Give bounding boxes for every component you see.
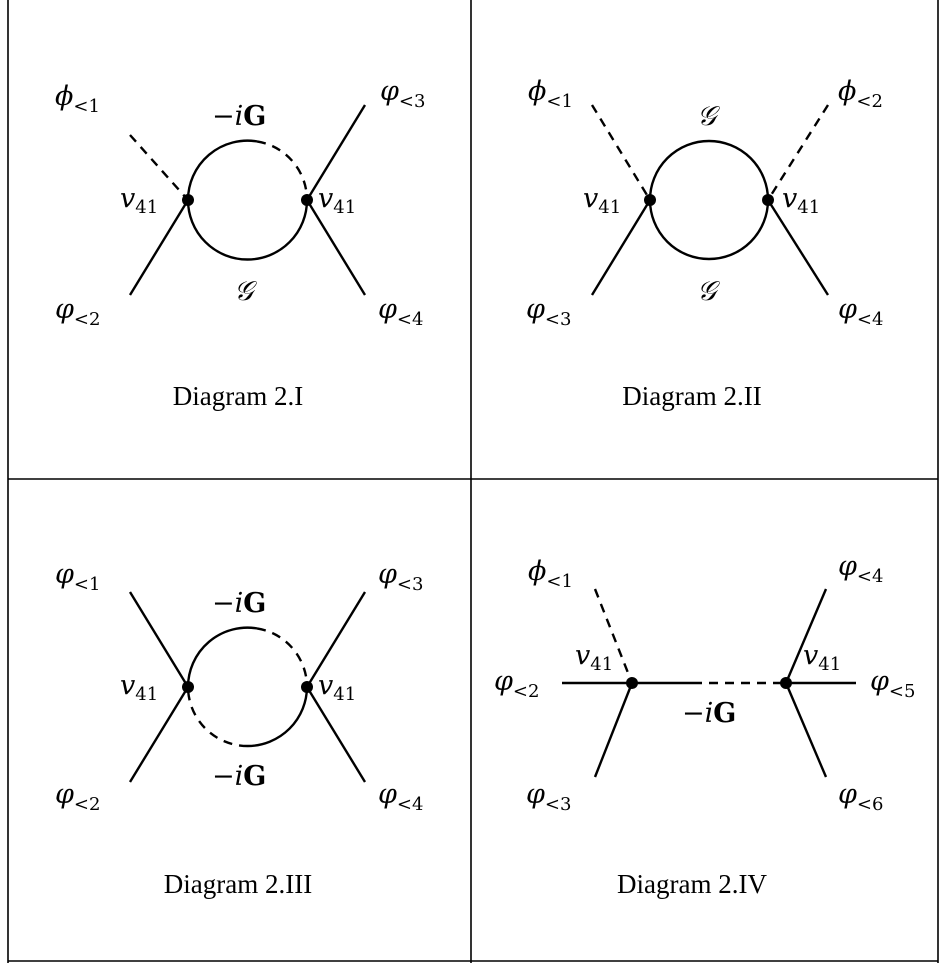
label-ext-bl: φ<2 xyxy=(55,779,100,815)
label-vertex-left: v41 xyxy=(120,670,158,705)
label-ext-tl: φ<1 xyxy=(55,559,100,595)
vertex-right xyxy=(301,681,313,693)
external-line-br xyxy=(305,686,367,783)
label-propagator-bottom: 𝒢 xyxy=(234,276,258,307)
label-ext-bl: φ<3 xyxy=(526,294,571,330)
external-line-tr xyxy=(766,104,830,201)
loop-propagator-bottom-dashed xyxy=(186,686,249,748)
label-propagator-bottom: −iG xyxy=(212,761,266,792)
label-ext-tl: ϕ<1 xyxy=(55,81,100,117)
loop-propagator xyxy=(648,139,770,261)
external-line-br xyxy=(766,199,830,296)
diagram-caption: Diagram 2.II xyxy=(622,381,761,411)
external-line-br xyxy=(784,682,828,778)
vertex-right xyxy=(780,677,792,689)
label-ext-tl: ϕ<1 xyxy=(528,76,573,112)
label-vertex-right: v41 xyxy=(803,640,841,675)
label-propagator-top: −iG xyxy=(212,101,266,132)
label-propagator-top: 𝒢 xyxy=(697,101,721,132)
label-propagator: −iG xyxy=(682,698,736,729)
label-ext-tr: ϕ<2 xyxy=(838,76,883,112)
diagram-2-iv: ϕ<1 φ<2 φ<3 φ<4 φ<5 φ<6 v41 v41 −iG Diag… xyxy=(494,551,915,899)
loop-propagator-bottom-solid xyxy=(247,686,309,748)
label-ext-bl: φ<3 xyxy=(526,779,571,815)
label-propagator-bottom: 𝒢 xyxy=(697,276,721,307)
external-line-tr xyxy=(784,588,828,684)
loop-propagator-top-solid xyxy=(186,626,258,688)
vertex-right xyxy=(762,194,774,206)
label-vertex-right: v41 xyxy=(318,183,356,218)
vertex-left xyxy=(182,681,194,693)
external-line-tl xyxy=(590,104,652,201)
external-line-tl xyxy=(129,134,189,201)
loop-propagator-top-dashed xyxy=(256,140,309,201)
vertex-left xyxy=(644,194,656,206)
external-line-tr xyxy=(305,104,367,201)
label-propagator-top: −iG xyxy=(212,588,266,619)
loop-propagator-top-dashed xyxy=(256,627,309,688)
external-line-tr xyxy=(305,591,367,688)
label-vertex-right: v41 xyxy=(318,670,356,705)
loop-propagator-bottom xyxy=(186,199,309,261)
external-line-bl xyxy=(128,686,190,783)
label-vertex-left: v41 xyxy=(575,640,613,675)
label-ext-br: φ<4 xyxy=(378,779,423,815)
external-line-bl xyxy=(590,199,652,296)
table-grid xyxy=(7,0,939,963)
vertex-right xyxy=(301,194,313,206)
diagram-caption: Diagram 2.IV xyxy=(617,869,767,899)
diagram-2-i: ϕ<1 φ<2 φ<3 φ<4 v41 v41 −iG 𝒢 Diagram 2.… xyxy=(55,76,425,411)
label-ext-br: φ<6 xyxy=(838,779,883,815)
label-vertex-right: v41 xyxy=(782,183,820,218)
vertex-left xyxy=(182,194,194,206)
label-vertex-left: v41 xyxy=(583,183,621,218)
external-line-tl xyxy=(128,591,190,688)
diagram-caption: Diagram 2.III xyxy=(164,869,312,899)
diagram-2-ii: ϕ<1 φ<3 ϕ<2 φ<4 v41 v41 𝒢 𝒢 Diagram 2.II xyxy=(526,76,883,411)
label-ext-bl: φ<2 xyxy=(55,294,100,330)
loop-propagator-top-solid xyxy=(186,139,258,201)
label-ext-tr: φ<3 xyxy=(378,559,423,595)
label-ext-mr: φ<5 xyxy=(870,666,915,702)
vertex-left xyxy=(626,677,638,689)
label-ext-tr: φ<3 xyxy=(380,76,425,112)
diagram-caption: Diagram 2.I xyxy=(173,381,303,411)
label-ext-ml: φ<2 xyxy=(494,666,539,702)
external-line-br xyxy=(305,199,367,296)
diagram-2-iii: φ<1 φ<2 φ<3 φ<4 v41 v41 −iG −iG Diagram … xyxy=(55,559,423,899)
label-vertex-left: v41 xyxy=(120,183,158,218)
label-ext-tr: φ<4 xyxy=(838,551,883,587)
label-ext-br: φ<4 xyxy=(378,294,423,330)
external-line-bl xyxy=(128,199,190,296)
external-line-bl xyxy=(593,682,634,778)
label-ext-tl: ϕ<1 xyxy=(528,556,573,592)
external-line-tl xyxy=(593,588,634,684)
label-ext-br: φ<4 xyxy=(838,294,883,330)
